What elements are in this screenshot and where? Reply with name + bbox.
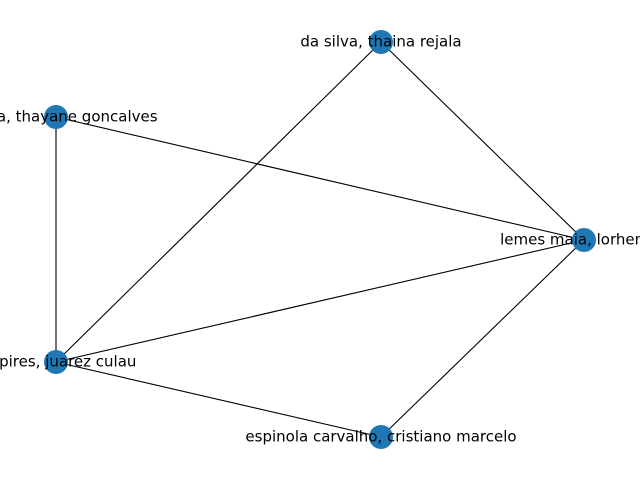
node-label-n4: da pires, juarez culau bbox=[0, 353, 136, 371]
node-n2[interactable] bbox=[44, 105, 68, 129]
label-layer: da silva, thaina rejala batista, thayane … bbox=[0, 33, 640, 446]
node-n4[interactable] bbox=[44, 350, 68, 374]
edge-n4-n5 bbox=[55, 361, 382, 438]
edge-n1-n3 bbox=[380, 41, 585, 241]
edge-n4-n3 bbox=[55, 239, 585, 363]
edge-n1-n4 bbox=[55, 41, 382, 363]
node-layer bbox=[44, 30, 596, 449]
node-n3[interactable] bbox=[572, 228, 596, 252]
node-label-n1: da silva, thaina rejala bbox=[300, 33, 461, 51]
edge-n5-n3 bbox=[380, 239, 585, 438]
edge-layer bbox=[55, 41, 585, 438]
node-label-n2: batista, thayane goncalves bbox=[0, 108, 158, 126]
edge-n2-n3 bbox=[55, 116, 585, 241]
node-label-n5: espinola carvalho, cristiano marcelo bbox=[245, 428, 516, 446]
node-n5[interactable] bbox=[369, 425, 393, 449]
node-label-n3: lemes maia, lorhenn b bbox=[500, 231, 640, 249]
node-n1[interactable] bbox=[369, 30, 393, 54]
